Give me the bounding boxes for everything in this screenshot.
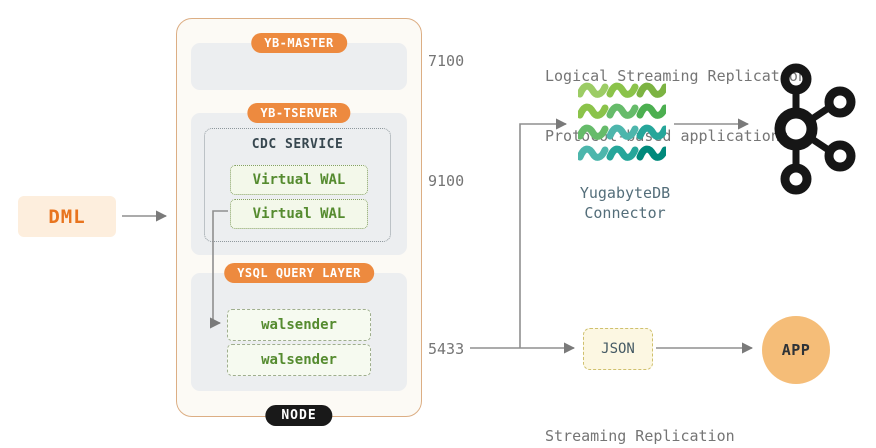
cdc-service-title: CDC SERVICE [251,137,344,152]
app-circle: APP [762,316,830,384]
node-badge: NODE [265,405,333,426]
virtual-wal-box: Virtual WAL [230,165,368,195]
connector-label-line1: YugabyteDB [579,184,671,202]
virtual-wal-box: Virtual WAL [230,199,368,229]
dml-box: DML [18,196,116,237]
app-label: APP [781,341,811,359]
node-container: YB-MASTER YB-TSERVER CDC SERVICE Virtual… [176,18,422,426]
walsender-box: walsender [227,309,371,341]
bottom-caption-line1: Streaming Replication [545,427,735,445]
port-label-7100: 7100 [428,52,465,70]
walsender-box: walsender [227,344,371,376]
yb-master-badge: YB-MASTER [251,33,347,53]
ysql-query-layer-box: walsender walsender [191,273,407,391]
yb-tserver-box: CDC SERVICE Virtual WAL Virtual WAL [191,113,407,255]
json-label: JSON [601,341,635,357]
port-label-9100: 9100 [428,172,465,190]
bottom-caption: Streaming Replication Protocol-based app… [545,386,789,448]
yb-tserver-badge: YB-TSERVER [247,103,351,123]
connector-label: YugabyteDB Connector [550,183,700,223]
connector-label-line2: Connector [584,204,666,222]
ysql-query-layer-badge: YSQL QUERY LAYER [224,263,374,283]
port-label-5433: 5433 [428,340,465,358]
cdc-service-box: CDC SERVICE Virtual WAL Virtual WAL [204,128,391,242]
dml-label: DML [48,205,86,228]
yugabytedb-connector-logo-icon [578,82,666,161]
json-box: JSON [583,328,653,370]
kafka-logo-icon [774,63,856,195]
